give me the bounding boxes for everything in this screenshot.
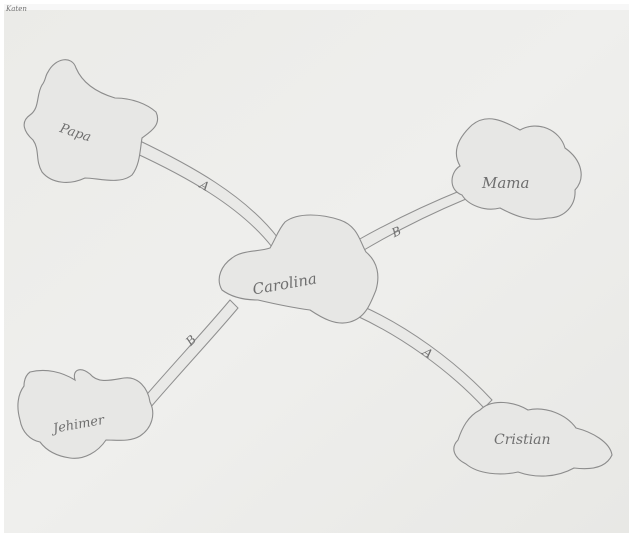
node-carolina: Carolina <box>218 214 379 324</box>
node-mama: Mama <box>451 118 582 220</box>
node-label-cristian: Cristian <box>494 432 551 448</box>
node-label-mama: Mama <box>481 174 529 192</box>
node-jehimer: Jehimer <box>17 369 154 459</box>
node-cristian: Cristian <box>453 401 613 477</box>
node-papa: Papa <box>23 59 159 183</box>
paper-top-strip <box>4 4 629 10</box>
corner-note: Katen <box>5 5 27 13</box>
